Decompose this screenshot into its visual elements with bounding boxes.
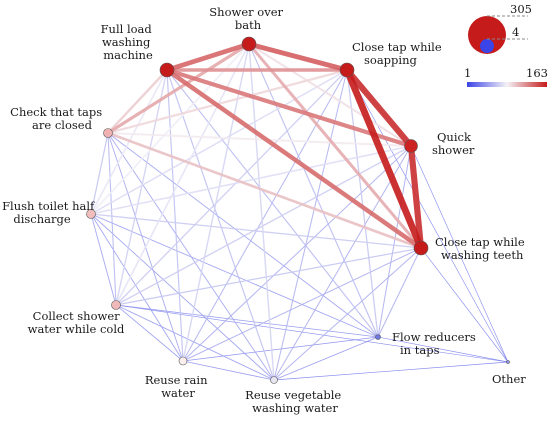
edge-full_load-reuse_veg bbox=[166, 69, 275, 381]
edge-close_tap_teeth-flow_reducers bbox=[377, 247, 422, 338]
edge-full_load-close_tap_teeth bbox=[164, 67, 424, 251]
node-collect-shower-water-while-cold bbox=[111, 300, 121, 310]
edge-close_tap_soap-flow_reducers bbox=[346, 69, 379, 338]
node-close-tap-while-washing-teeth bbox=[413, 240, 429, 256]
label-quick-shower: Quick shower bbox=[432, 130, 475, 157]
edge-shower_bath-flow_reducers bbox=[248, 43, 379, 338]
label-close-tap-while-washing-teeth: Close tap while washing teeth bbox=[435, 235, 528, 262]
edge-shower_bath-close_tap_teeth bbox=[247, 42, 423, 250]
edge-close_tap_soap-quick_shower bbox=[343, 66, 415, 150]
color-legend-bar bbox=[467, 82, 547, 87]
color-legend: 1 163 bbox=[464, 66, 548, 87]
edge-reuse_rain-flow_reducers bbox=[182, 336, 379, 362]
edge-flush_toilet-collect_shower bbox=[90, 213, 117, 306]
edge-quick_shower-reuse_rain bbox=[182, 145, 412, 362]
node-full-load-washing-machine bbox=[159, 62, 175, 78]
label-close-tap-while-soapping: Close tap while soapping bbox=[352, 40, 445, 67]
node-reuse-rain-water bbox=[178, 356, 188, 366]
edge-collect_shower-reuse_veg bbox=[115, 304, 275, 381]
edge-flow_reducers-other bbox=[377, 336, 509, 363]
label-full-load-washing-machine: Full load washing machine bbox=[101, 22, 156, 62]
edge-flush_toilet-reuse_veg bbox=[90, 213, 275, 381]
node-reuse-vegetable-washing-water bbox=[270, 376, 278, 384]
node-quick-shower bbox=[404, 139, 418, 153]
edge-close_tap_soap-collect_shower bbox=[115, 69, 348, 306]
label-flow-reducers-in-taps: Flow reducers in taps bbox=[392, 330, 479, 357]
size-legend-large-circle bbox=[468, 16, 506, 54]
edge-close_tap_teeth-flush_toilet bbox=[90, 213, 422, 249]
edge-collect_shower-reuse_rain bbox=[115, 304, 184, 362]
edge-check_taps-close_tap_teeth bbox=[106, 131, 423, 250]
label-shower-over-bath: Shower over bath bbox=[209, 5, 286, 32]
edge-layer bbox=[90, 41, 509, 381]
edge-close_tap_soap-reuse_rain bbox=[182, 69, 348, 362]
color-legend-min-label: 1 bbox=[464, 66, 471, 80]
edge-reuse_veg-other bbox=[273, 361, 509, 381]
edge-close_tap_soap-flush_toilet bbox=[90, 69, 348, 215]
edge-shower_bath-reuse_veg bbox=[248, 43, 275, 381]
node-flush-toilet-half-discharge bbox=[86, 209, 96, 219]
edge-shower_bath-flush_toilet bbox=[90, 43, 250, 215]
node-close-tap-while-soapping bbox=[339, 62, 355, 78]
edge-check_taps-collect_shower bbox=[107, 132, 117, 306]
legend: 305 4 1 163 bbox=[464, 2, 548, 87]
edge-full_load-shower_bath bbox=[164, 41, 252, 73]
label-layer: Shower over bath Close tap while soappin… bbox=[2, 5, 528, 415]
label-collect-shower-water-while-cold: Collect shower water while cold bbox=[28, 309, 125, 336]
edge-close_tap_soap-other bbox=[346, 69, 509, 363]
edge-check_taps-flow_reducers bbox=[107, 132, 379, 338]
edge-quick_shower-collect_shower bbox=[115, 145, 412, 306]
node-layer bbox=[86, 36, 510, 384]
edge-quick_shower-other bbox=[410, 145, 509, 363]
edge-flush_toilet-flow_reducers bbox=[90, 213, 379, 338]
edge-shower_bath-close_tap_soap bbox=[246, 41, 350, 73]
node-other bbox=[506, 360, 510, 364]
edge-close_tap_teeth-collect_shower bbox=[115, 247, 422, 306]
label-other: Other bbox=[492, 372, 526, 386]
edge-check_taps-close_tap_soap bbox=[106, 68, 349, 135]
edge-quick_shower-close_tap_teeth bbox=[407, 142, 425, 252]
edge-reuse_rain-reuse_veg bbox=[182, 360, 275, 381]
size-legend: 305 4 bbox=[468, 2, 532, 54]
node-shower-over-bath bbox=[241, 36, 257, 52]
edge-full_load-reuse_rain bbox=[166, 69, 184, 362]
edge-full_load-check_taps bbox=[106, 68, 169, 135]
node-check-that-taps-are-closed bbox=[103, 128, 113, 138]
size-legend-min-label: 4 bbox=[512, 25, 519, 39]
label-flush-toilet-half-discharge: Flush toilet half discharge bbox=[2, 199, 98, 226]
size-legend-max-label: 305 bbox=[510, 2, 532, 16]
edge-flush_toilet-reuse_rain bbox=[90, 213, 184, 362]
edge-full_load-flow_reducers bbox=[166, 69, 379, 338]
node-flow-reducers-in-taps bbox=[375, 334, 381, 340]
edge-check_taps-shower_bath bbox=[106, 42, 251, 135]
edge-close_tap_teeth-other bbox=[420, 247, 509, 363]
label-reuse-rain-water: Reuse rain water bbox=[145, 373, 211, 400]
edge-close_tap_soap-close_tap_teeth bbox=[343, 66, 425, 252]
label-reuse-vegetable-washing-water: Reuse vegetable washing water bbox=[245, 388, 345, 415]
edge-collect_shower-other bbox=[115, 304, 509, 363]
edge-check_taps-flush_toilet bbox=[90, 132, 109, 215]
edge-quick_shower-flow_reducers bbox=[377, 145, 412, 338]
size-legend-small-circle bbox=[480, 39, 494, 53]
edge-check_taps-reuse_veg bbox=[107, 132, 275, 381]
edge-full_load-collect_shower bbox=[115, 69, 168, 306]
edge-quick_shower-flush_toilet bbox=[90, 145, 412, 215]
edge-shower_bath-reuse_rain bbox=[182, 43, 250, 362]
color-legend-max-label: 163 bbox=[526, 66, 548, 80]
edge-reuse_veg-flow_reducers bbox=[273, 336, 379, 381]
edge-close_tap_teeth-reuse_rain bbox=[182, 247, 422, 362]
edge-check_taps-quick_shower bbox=[107, 132, 412, 147]
edge-shower_bath-quick_shower bbox=[247, 42, 413, 148]
edge-close_tap_teeth-reuse_veg bbox=[273, 247, 422, 381]
edge-collect_shower-flow_reducers bbox=[115, 304, 379, 338]
label-check-that-taps-are-closed: Check that taps are closed bbox=[10, 105, 106, 132]
